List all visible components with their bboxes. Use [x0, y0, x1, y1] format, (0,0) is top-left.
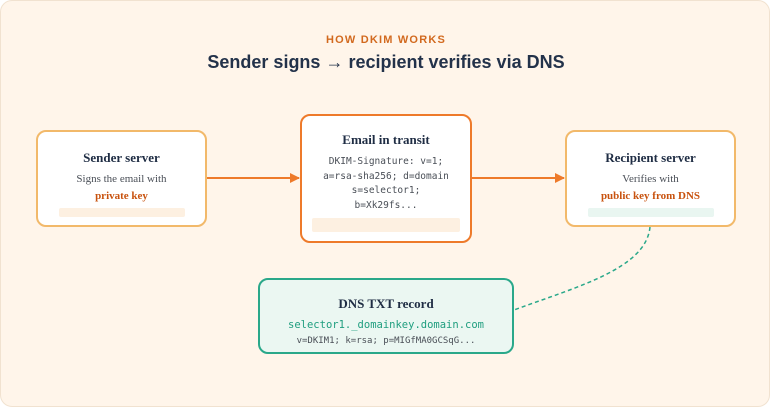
signature-line: b=Xk29fs... [354, 199, 418, 211]
diagram-title: Sender signs → recipient verifies via DN… [1, 52, 769, 73]
signature-line: a=rsa-sha256; d=domain [323, 170, 449, 182]
dns-txt-record-box: DNS TXT record selector1._domainkey.doma… [258, 278, 514, 354]
recipient-placeholder-bar [588, 208, 714, 217]
sender-server-box: Sender server Signs the email with priva… [36, 130, 207, 227]
sender-server-desc: Signs the email with [76, 173, 167, 185]
title-left: Sender signs [207, 52, 321, 72]
recipient-server-desc: Verifies with [622, 173, 679, 185]
signature-line: s=selector1; [351, 185, 421, 196]
transit-placeholder-bar [312, 218, 460, 232]
recipient-server-name: Recipient server [605, 150, 696, 165]
dns-lookup-link [513, 226, 651, 311]
sender-server-name: Sender server [83, 150, 160, 165]
sender-placeholder-bar [59, 208, 185, 217]
dns-record-name: DNS TXT record [338, 296, 434, 311]
signature-line: DKIM-Signature: v=1; [328, 156, 444, 167]
email-transit-name: Email in transit [342, 132, 430, 147]
dns-record-value: v=DKIM1; k=rsa; p=MIGfMA0GCSqG... [296, 336, 476, 346]
title-arrow-icon: → [325, 52, 344, 72]
title-right: recipient verifies via DNS [348, 52, 565, 72]
diagram-eyebrow: HOW DKIM WORKS [325, 34, 447, 46]
dkim-signature-header: DKIM-Signature: v=1; a=rsa-sha256; d=dom… [302, 155, 470, 213]
recipient-public-key: public key from DNS [600, 190, 701, 202]
dns-selector: selector1._domainkey.domain.com [288, 319, 484, 331]
recipient-server-box: Recipient server Verifies with public ke… [565, 130, 736, 227]
email-transit-box: Email in transit DKIM-Signature: v=1; a=… [300, 114, 472, 243]
sender-private-key: private key [95, 190, 148, 202]
